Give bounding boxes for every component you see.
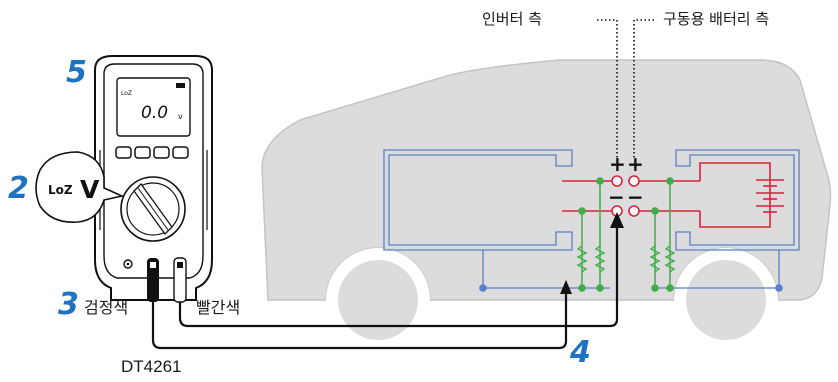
black-lead-plug — [147, 258, 159, 302]
multimeter — [94, 55, 213, 303]
loz-label: LoZ — [48, 183, 73, 197]
meter-button-3 — [153, 146, 170, 159]
battery-minus-sign: − — [627, 185, 644, 209]
v-label: V — [80, 175, 100, 204]
test-leads — [151, 222, 619, 350]
inverter-internal-wiring — [581, 181, 671, 288]
red-lead-plug — [173, 257, 187, 303]
model-label: DT4261 — [121, 357, 182, 376]
step-2-marker: 2 — [8, 171, 29, 206]
step-4-marker: 4 — [570, 335, 591, 370]
battery-cells — [756, 179, 784, 213]
meter-button-1 — [115, 146, 132, 159]
meter-buttons[interactable] — [115, 146, 189, 159]
lcd-unit: v — [178, 112, 183, 121]
black-lead-wire — [151, 292, 568, 350]
lcd-display — [116, 77, 191, 137]
loz-v-callout: LoZ V — [35, 151, 125, 223]
discharge-resistors — [576, 245, 676, 273]
step-3-marker: 3 — [58, 287, 79, 322]
rotary-dial[interactable] — [120, 176, 186, 242]
red-lead-label: 빨간색 — [196, 298, 241, 317]
chassis-ground-lines — [482, 250, 780, 289]
label-leaders — [597, 19, 654, 160]
battery-plus-sign: + — [627, 152, 644, 176]
inverter-side-label: 인버터 측 — [482, 10, 542, 28]
red-probe-arrowhead — [610, 212, 624, 228]
black-probe-arrowhead — [560, 280, 572, 294]
inverter-enclosure — [383, 149, 573, 251]
vehicle-silhouette — [261, 59, 832, 352]
polarity-signs: + + − − — [608, 152, 644, 209]
lcd-mode-indicator: LoZ — [121, 90, 132, 97]
black-lead-label: 검정색 — [84, 298, 129, 317]
lcd-reading: 0.0 — [141, 103, 168, 123]
junction-nodes — [578, 177, 674, 292]
connector-terminals — [611, 175, 640, 217]
inverter-minus-sign: − — [608, 185, 625, 209]
red-lead-wire — [178, 222, 619, 328]
battery-enclosure — [675, 149, 800, 251]
inverter-plus-sign: + — [609, 152, 626, 176]
step-5-marker: 5 — [66, 55, 87, 90]
meter-button-4 — [172, 146, 189, 159]
ground-nodes — [479, 284, 783, 292]
probe-arrows — [560, 212, 624, 294]
battery-side-label: 구동용 배터리 측 — [663, 10, 770, 28]
meter-button-2 — [134, 146, 151, 159]
